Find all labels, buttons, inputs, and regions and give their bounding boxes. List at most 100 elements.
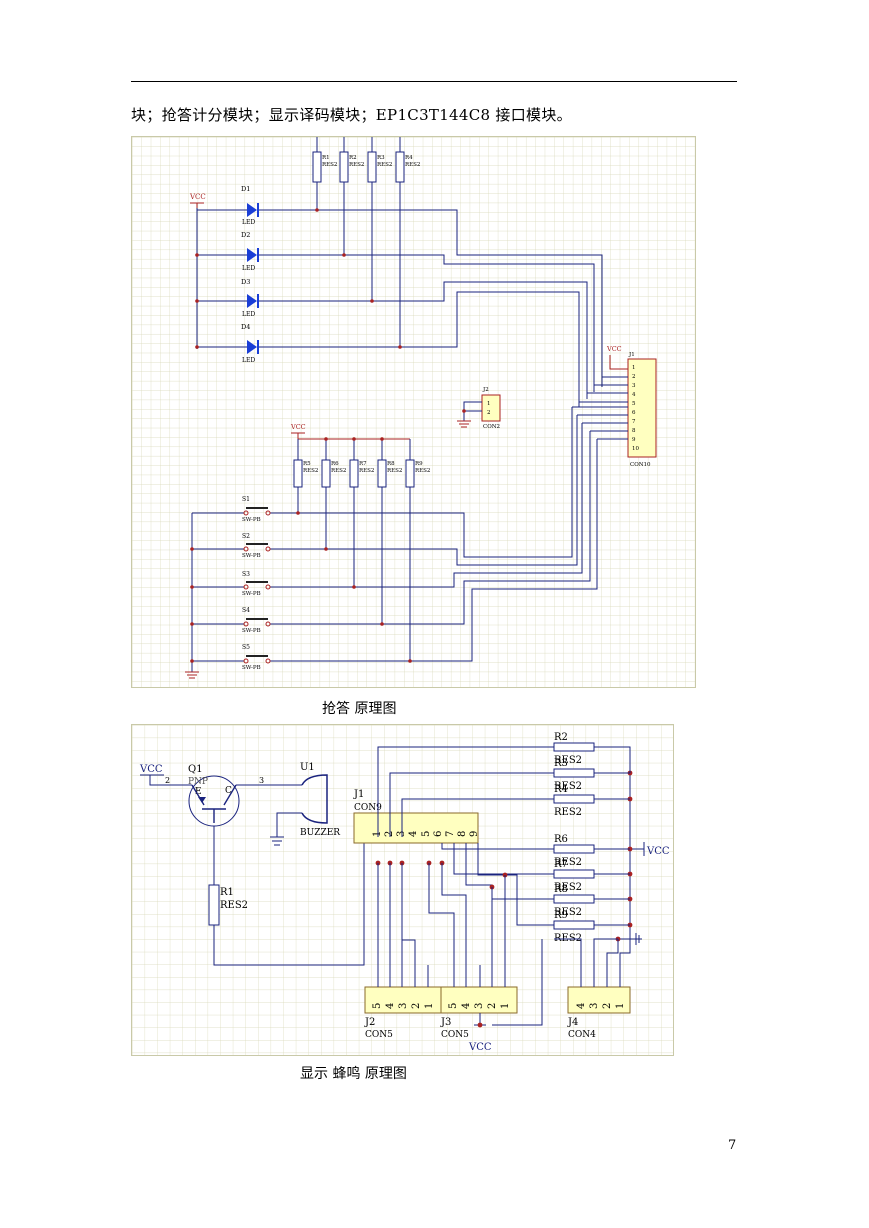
figure-2-schematic: VCC 2 Q1 PNP E C 3 U1 BUZZER R1 RES2 J1 … — [131, 724, 674, 1056]
svg-text:CON9: CON9 — [354, 803, 382, 813]
led-d2: D2 LED — [197, 231, 595, 392]
svg-text:1: 1 — [500, 1003, 511, 1009]
lower-resistor-group: VCC R5 RES2 R6 RES2 R7 RES2 R8 RES2 R9 R… — [290, 423, 430, 661]
svg-text:RES2: RES2 — [322, 162, 337, 168]
switch-s1: S1 SW-PB — [192, 407, 573, 558]
svg-text:RES2: RES2 — [554, 755, 582, 766]
svg-text:RES2: RES2 — [331, 468, 346, 474]
svg-text:R7: R7 — [359, 461, 367, 467]
switch-group: S1 SW-PB S2 SW-PB S3 SW-PB S4 SW-PB — [185, 407, 598, 679]
svg-text:RES2: RES2 — [554, 857, 582, 868]
svg-text:C: C — [225, 786, 232, 796]
svg-text:Q1: Q1 — [188, 764, 203, 775]
svg-text:3: 3 — [398, 1003, 409, 1009]
svg-text:CON4: CON4 — [568, 1030, 596, 1040]
svg-text:J1: J1 — [628, 352, 635, 358]
svg-text:8: 8 — [632, 428, 636, 434]
svg-text:SW-PB: SW-PB — [242, 591, 261, 597]
svg-text:4: 4 — [632, 392, 636, 398]
svg-text:SW-PB: SW-PB — [242, 517, 261, 523]
connector-j1-con10: VCC J1 CON10 1 2 3 4 5 6 7 8 9 10 — [572, 345, 657, 468]
resistor-r6: R6 RES2 — [441, 834, 630, 868]
svg-text:R6: R6 — [331, 461, 339, 467]
svg-text:1: 1 — [424, 1003, 435, 1009]
svg-text:PNP: PNP — [188, 777, 208, 787]
resistor-r2: R2 RES2 — [377, 732, 631, 837]
svg-text:RES2: RES2 — [303, 468, 318, 474]
svg-text:SW-PB: SW-PB — [242, 553, 261, 559]
figure-1-schematic: VCC D1 LED D2 LED D3 LED D4 LED — [131, 136, 696, 688]
svg-text:R9: R9 — [554, 910, 568, 921]
svg-text:R4: R4 — [554, 784, 568, 795]
switch-s5: S5 SW-PB — [190, 439, 598, 671]
svg-text:4: 4 — [408, 831, 419, 837]
svg-text:R2: R2 — [554, 732, 568, 743]
switch-s3: S3 SW-PB — [190, 423, 583, 597]
svg-text:2: 2 — [165, 776, 170, 785]
svg-text:5: 5 — [372, 1003, 383, 1009]
svg-text:SW-PB: SW-PB — [242, 628, 261, 634]
svg-text:7: 7 — [632, 419, 636, 425]
svg-text:E: E — [195, 787, 202, 797]
svg-text:D4: D4 — [241, 323, 250, 331]
svg-text:VCC: VCC — [646, 846, 670, 857]
page-number: 7 — [728, 1138, 737, 1153]
svg-text:J1: J1 — [353, 789, 364, 800]
svg-text:RES2: RES2 — [220, 900, 248, 911]
led-d3: D3 LED — [197, 278, 588, 399]
resistor-r1: R1 RES2 — [208, 843, 365, 966]
svg-text:U1: U1 — [300, 762, 315, 773]
svg-text:D2: D2 — [241, 231, 250, 239]
header-rule — [131, 81, 737, 82]
svg-text:BUZZER: BUZZER — [300, 828, 340, 838]
svg-text:R2: R2 — [349, 155, 357, 161]
svg-text:1: 1 — [487, 401, 491, 407]
resistor-r2: R2 RES2 — [339, 137, 364, 257]
svg-text:R9: R9 — [415, 461, 423, 467]
svg-text:RES2: RES2 — [415, 468, 430, 474]
svg-text:S2: S2 — [242, 533, 250, 540]
svg-text:J3: J3 — [440, 1017, 451, 1028]
svg-text:4: 4 — [576, 1003, 587, 1009]
svg-text:R4: R4 — [405, 155, 413, 161]
svg-text:R8: R8 — [554, 884, 568, 895]
led-d4: D4 LED — [197, 291, 580, 407]
resistor-r7: R7 RES2 — [453, 843, 630, 893]
svg-text:RES2: RES2 — [554, 907, 582, 918]
led-group: D1 LED D2 LED D3 LED D4 LED — [195, 185, 603, 407]
svg-text:J2: J2 — [364, 1017, 375, 1028]
svg-text:CON5: CON5 — [365, 1030, 393, 1040]
svg-text:R5: R5 — [303, 461, 311, 467]
svg-text:2: 2 — [632, 374, 636, 380]
svg-text:10: 10 — [632, 446, 639, 452]
svg-text:S5: S5 — [242, 644, 250, 651]
svg-text:S1: S1 — [242, 496, 250, 503]
svg-text:R8: R8 — [387, 461, 395, 467]
svg-text:R1: R1 — [322, 155, 330, 161]
resistor-r3: R3 RES2 — [367, 137, 392, 303]
resistor-r4: R4 RES2 — [395, 137, 420, 349]
svg-text:LED: LED — [242, 219, 255, 226]
resistor-r4: R4 RES2 — [401, 784, 630, 837]
switch-s4: S4 SW-PB — [190, 431, 591, 634]
svg-text:9: 9 — [469, 831, 480, 837]
intro-text: 块；抢答计分模块；显示译码模块；EP1C3T144C8 接口模块。 — [131, 106, 572, 124]
svg-text:3: 3 — [589, 1003, 600, 1009]
connector-j3-con5: 5 4 3 2 1 J3 CON5 VCC — [428, 863, 518, 1053]
svg-text:J4: J4 — [567, 1017, 578, 1028]
svg-text:5: 5 — [448, 1003, 459, 1009]
svg-text:CON5: CON5 — [441, 1030, 469, 1040]
svg-text:2: 2 — [411, 1003, 422, 1009]
svg-text:RES2: RES2 — [554, 807, 582, 818]
svg-text:6: 6 — [433, 831, 444, 837]
figure-1-caption: 抢答 原理图 — [322, 701, 397, 717]
svg-text:VCC: VCC — [606, 345, 622, 353]
svg-text:2: 2 — [487, 410, 491, 416]
svg-text:7: 7 — [445, 831, 456, 837]
connector-j2-con5: 5 4 3 2 1 J2 CON5 — [364, 863, 442, 1040]
resistor-r3: R3 RES2 — [389, 758, 630, 837]
svg-text:3: 3 — [474, 1003, 485, 1009]
svg-text:CON10: CON10 — [630, 462, 651, 468]
svg-text:9: 9 — [632, 437, 636, 443]
resistor-r1: R1 RES2 — [312, 137, 337, 212]
